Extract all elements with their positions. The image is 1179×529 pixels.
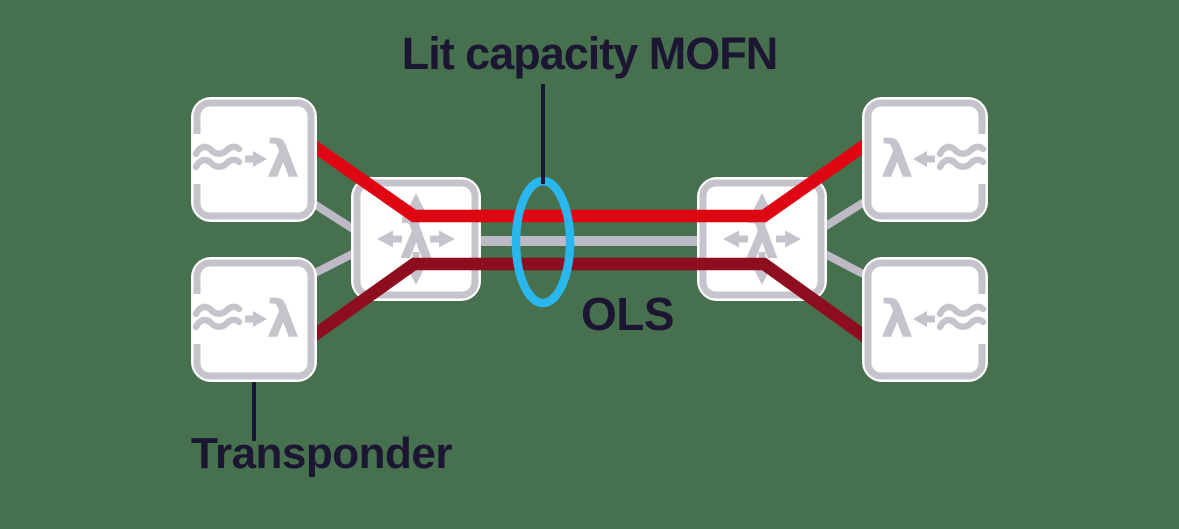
fiber-bottom-darkred — [291, 257, 889, 357]
border-gap — [191, 134, 203, 184]
arrow-left-head — [913, 151, 927, 167]
wave-icon — [936, 156, 987, 171]
fiber-top-red — [291, 125, 889, 223]
wave-arrow-lambda-icon: λ — [192, 130, 300, 190]
wave-icon — [192, 156, 243, 171]
transponder-box-bottom-left — [191, 257, 317, 382]
lambda-icon: λ — [881, 130, 914, 190]
transponder-box-top-left: λ — [191, 97, 317, 222]
arrow-right-head — [439, 230, 455, 248]
lambda-arrow-wave-icon: λ — [881, 130, 987, 190]
ols-node-right — [697, 177, 827, 301]
ols-label: OLS — [581, 288, 675, 340]
ols-node-left: λ — [351, 177, 481, 301]
lambda-icon: λ — [267, 130, 300, 190]
arrow-left-head — [377, 230, 393, 248]
arrow-right-head — [253, 151, 267, 167]
transponder-box-bottom-right — [862, 257, 988, 382]
arrow-up-head — [407, 193, 425, 210]
transponder-label: Transponder — [191, 429, 453, 478]
diagram-title: Lit capacity MOFN — [401, 28, 779, 79]
wave-icon — [936, 143, 987, 158]
wave-icon — [192, 143, 243, 158]
transponder-box-top-right: λ — [862, 97, 988, 222]
